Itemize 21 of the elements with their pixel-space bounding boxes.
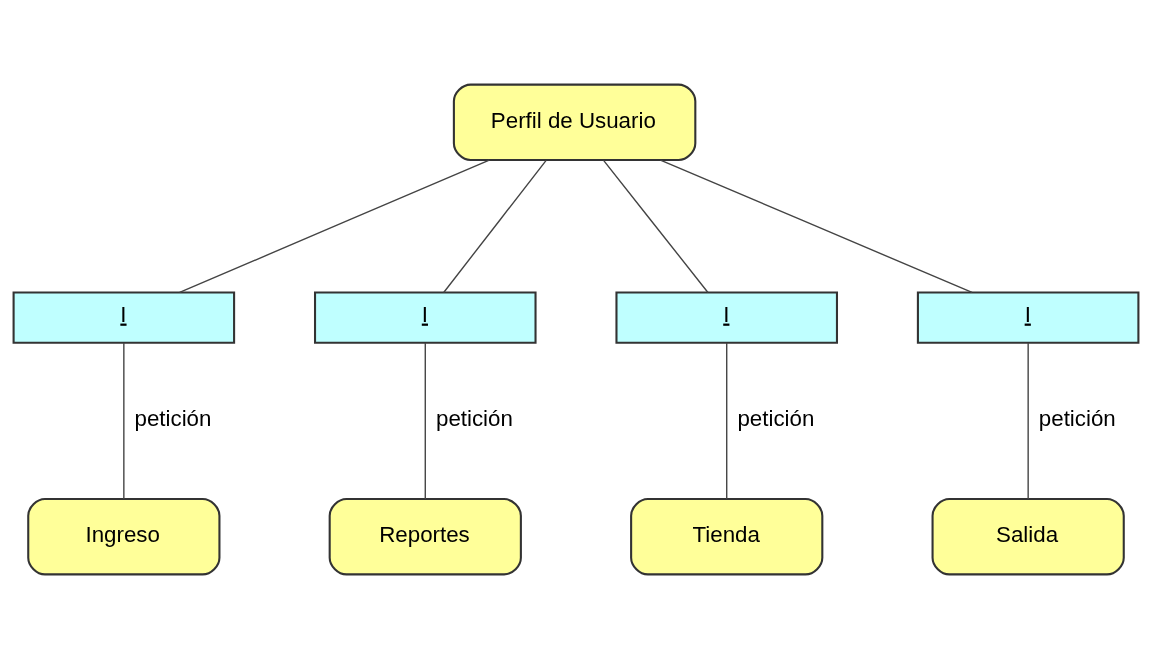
node-box: Ingreso bbox=[27, 498, 221, 576]
edge-label: petición bbox=[435, 406, 513, 432]
edge-label: petición bbox=[134, 406, 212, 432]
connector bbox=[443, 159, 547, 294]
connector bbox=[424, 342, 426, 500]
edge-label: petición bbox=[737, 406, 815, 432]
connector bbox=[1027, 342, 1029, 500]
node-box: Reportes bbox=[328, 498, 522, 576]
connector bbox=[123, 342, 125, 500]
node-box: Perfil de Usuario bbox=[452, 83, 697, 161]
connector bbox=[178, 159, 490, 294]
node-box: I bbox=[615, 291, 838, 344]
node-box: Tienda bbox=[630, 498, 824, 576]
node-box: Salida bbox=[931, 498, 1125, 576]
node-box: I bbox=[314, 291, 537, 344]
connector bbox=[602, 159, 709, 294]
node-box: I bbox=[916, 291, 1140, 344]
edge-label: petición bbox=[1038, 406, 1116, 432]
connector bbox=[659, 159, 973, 294]
connector bbox=[726, 342, 728, 500]
node-box: I bbox=[12, 291, 236, 344]
